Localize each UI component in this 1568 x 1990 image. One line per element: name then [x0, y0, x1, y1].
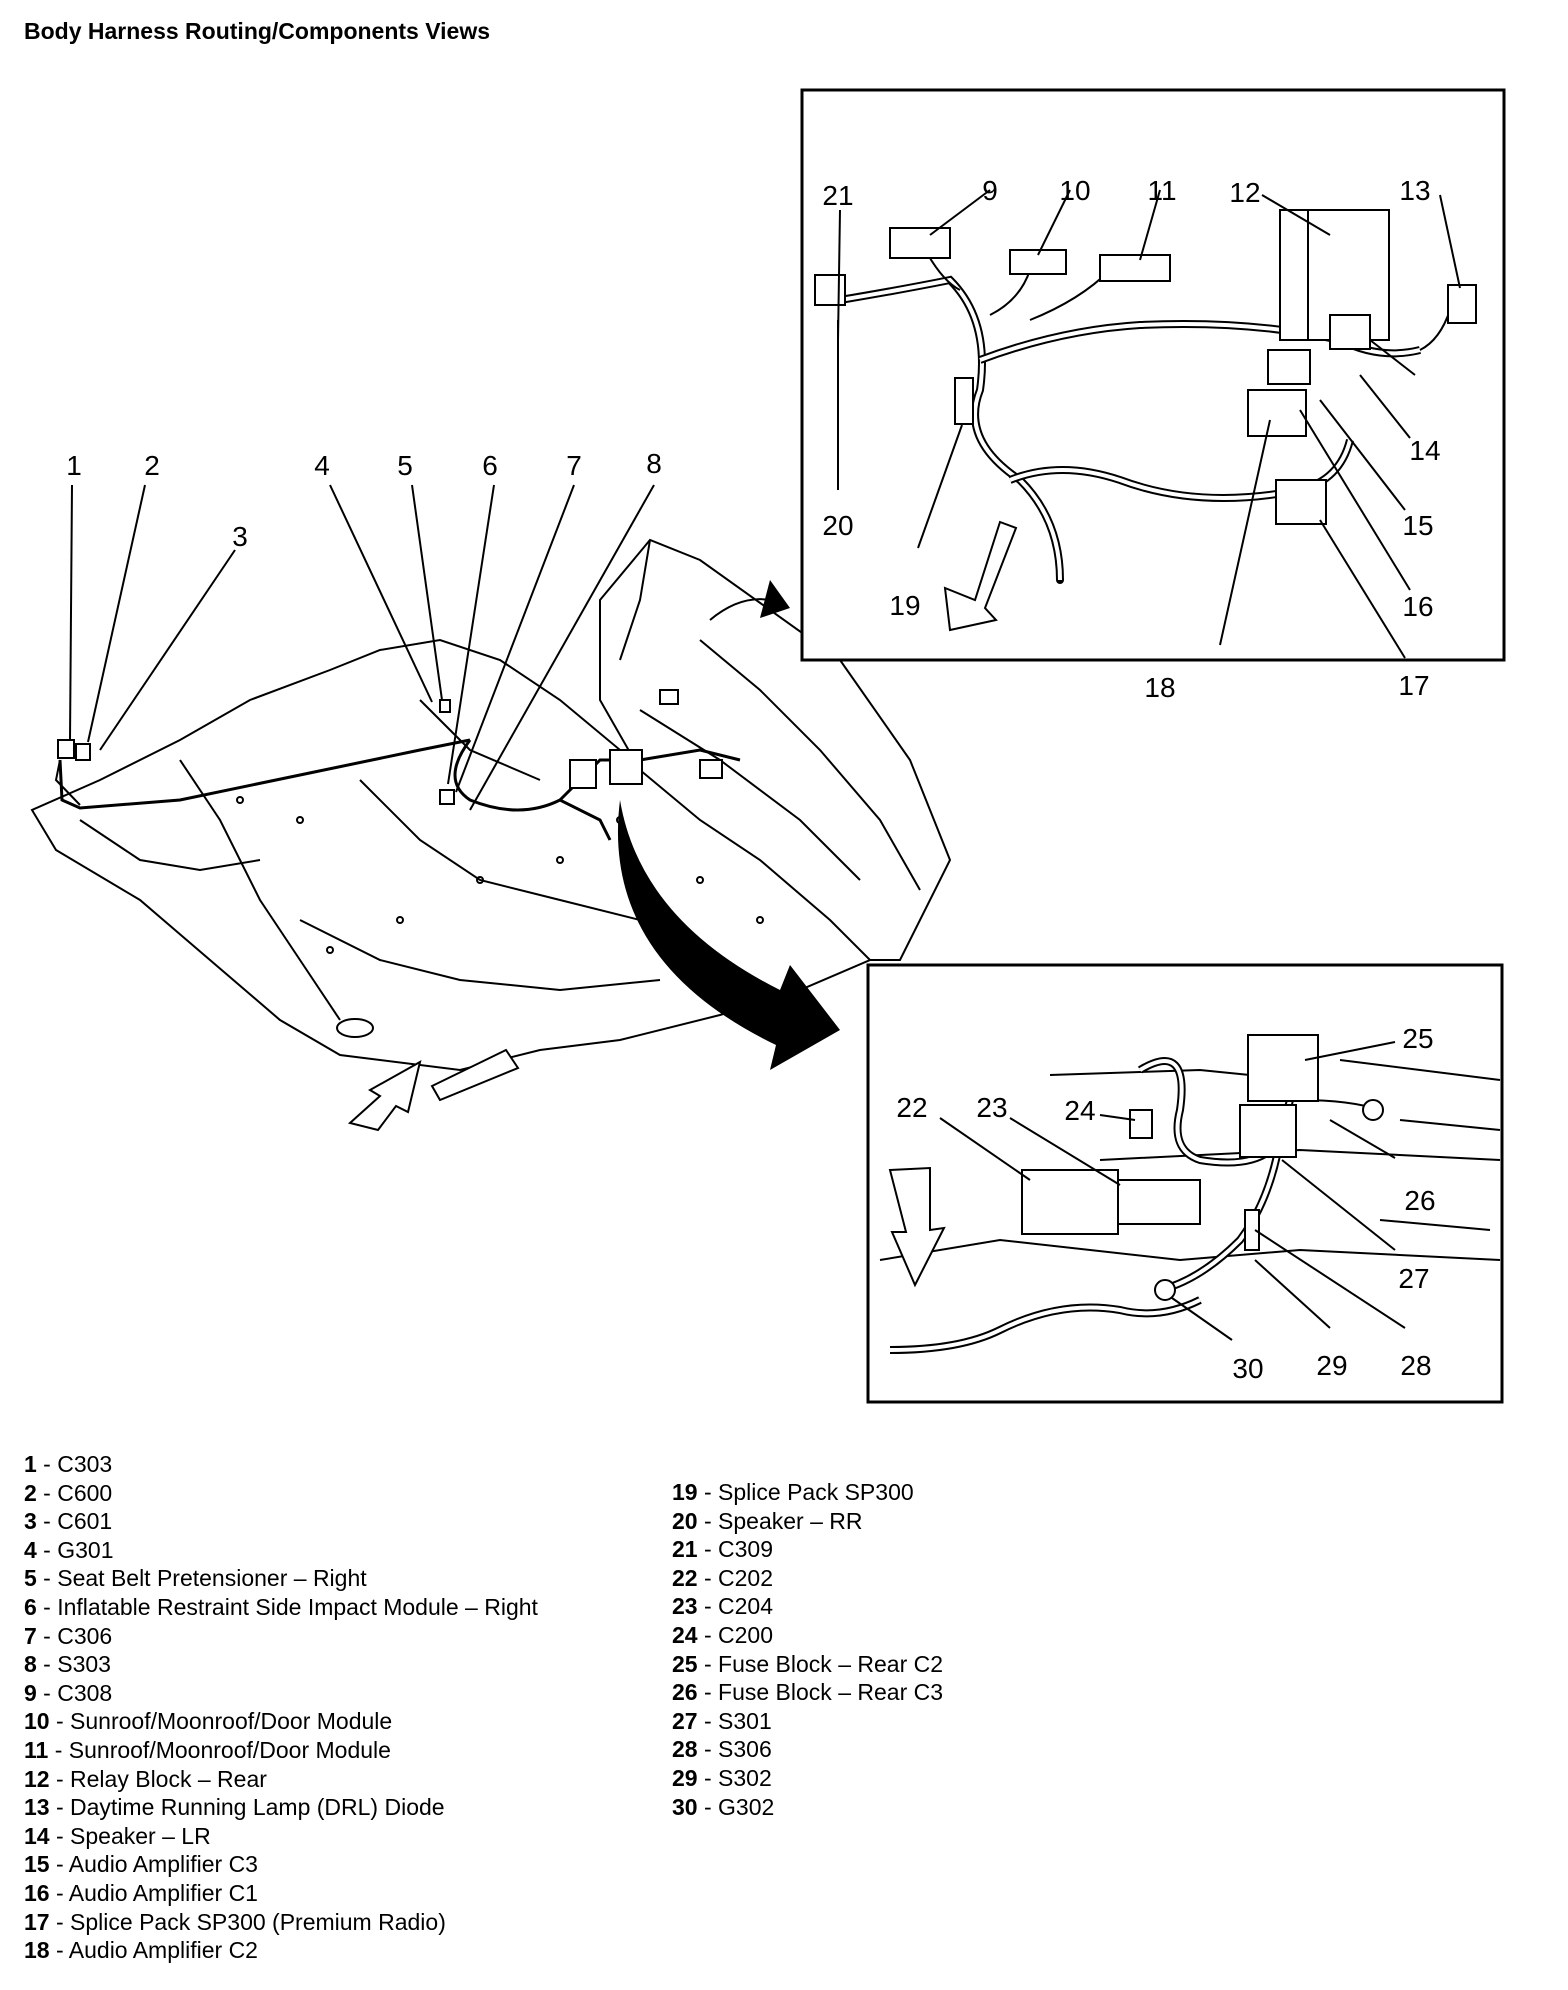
legend-item: 28 - S306: [672, 1736, 772, 1763]
callout-14: 14: [1409, 435, 1440, 466]
legend-item: 29 - S302: [672, 1764, 772, 1791]
page-title: Body Harness Routing/Components Views: [24, 18, 491, 44]
legend-item: 20 - Speaker – RR: [672, 1507, 863, 1534]
legend-item: 24 - C200: [672, 1621, 774, 1648]
callout-30: 30: [1232, 1353, 1263, 1384]
legend-item: 27 - S301: [672, 1707, 772, 1734]
legend-item: 8 - S303: [24, 1651, 111, 1678]
legend-item: 11 - Sunroof/Moonroof/Door Module: [24, 1736, 391, 1763]
detail-view-bottom: 22 23 24 25 26 27 28 29 30: [866, 963, 1504, 1404]
callout-5: 5: [397, 450, 413, 481]
callout-6: 6: [482, 450, 498, 481]
callout-24: 24: [1064, 1095, 1095, 1126]
callout-26: 26: [1404, 1185, 1435, 1216]
callout-18: 18: [1144, 672, 1175, 703]
callout-28: 28: [1400, 1350, 1431, 1381]
detail-view-top: 21 9 10 11 12 13 14 15 16 17 18 19 20: [800, 88, 1506, 703]
legend-item: 17 - Splice Pack SP300 (Premium Radio): [24, 1908, 446, 1935]
callout-16: 16: [1402, 591, 1433, 622]
legend-item: 13 - Daytime Running Lamp (DRL) Diode: [24, 1794, 445, 1821]
legend-item: 18 - Audio Amplifier C2: [24, 1937, 258, 1964]
callout-19: 19: [889, 590, 920, 621]
callout-29: 29: [1316, 1350, 1347, 1381]
legend-right: 19 - Splice Pack SP300 20 - Speaker – RR…: [672, 1478, 943, 1821]
callout-23: 23: [976, 1092, 1007, 1123]
callout-2: 2: [144, 450, 160, 481]
legend-item: 23 - C204: [672, 1593, 774, 1620]
legend-item: 2 - C600: [24, 1479, 113, 1506]
callout-7: 7: [566, 450, 582, 481]
legend-item: 9 - C308: [24, 1679, 113, 1706]
callout-22: 22: [896, 1092, 927, 1123]
callout-17: 17: [1398, 670, 1429, 701]
callout-27: 27: [1398, 1263, 1429, 1294]
legend-item: 21 - C309: [672, 1536, 774, 1563]
callout-3: 3: [232, 521, 248, 552]
legend-item: 26 - Fuse Block – Rear C3: [672, 1679, 944, 1706]
callout-10: 10: [1059, 175, 1090, 206]
callout-25: 25: [1402, 1023, 1433, 1054]
legend-item: 1 - C303: [24, 1451, 113, 1477]
legend-item: 3 - C601: [24, 1508, 113, 1535]
callout-13: 13: [1399, 175, 1430, 206]
legend-item: 22 - C202: [672, 1564, 774, 1591]
callout-21: 21: [822, 180, 853, 211]
callout-15: 15: [1402, 510, 1433, 541]
callout-4: 4: [314, 450, 330, 481]
legend-item: 14 - Speaker – LR: [24, 1822, 211, 1849]
callout-20: 20: [822, 510, 853, 541]
legend-item: 16 - Audio Amplifier C1: [24, 1879, 258, 1906]
legend-left: 1 - C303 2 - C600 3 - C601 4 - G301 5 - …: [24, 1450, 538, 1965]
legend-item: 12 - Relay Block – Rear: [24, 1765, 267, 1792]
legend-item: 5 - Seat Belt Pretensioner – Right: [24, 1565, 367, 1592]
legend-item: 7 - C306: [24, 1622, 113, 1649]
callout-1: 1: [66, 450, 82, 481]
view-arrow-up: [709, 580, 790, 621]
view-arrow-down: [617, 800, 840, 1070]
legend-item: 15 - Audio Amplifier C3: [24, 1851, 258, 1878]
legend-item: 30 - G302: [672, 1793, 775, 1820]
callout-11: 11: [1147, 175, 1176, 206]
legend-item: 6 - Inflatable Restraint Side Impact Mod…: [24, 1593, 538, 1620]
legend-item: 4 - G301: [24, 1536, 114, 1563]
legend-item: 19 - Splice Pack SP300: [672, 1479, 914, 1505]
wiring-diagram: 1 2 3 4 5 6 7 8: [30, 88, 1506, 1404]
main-callouts: 1 2 3 4 5 6 7 8: [66, 448, 662, 552]
callout-12: 12: [1229, 177, 1260, 208]
legend-item: 10 - Sunroof/Moonroof/Door Module: [24, 1708, 393, 1735]
front-direction-arrow: [347, 1048, 520, 1132]
callout-8: 8: [646, 448, 662, 479]
leader-lines-main: [69, 484, 655, 811]
callout-9: 9: [982, 175, 998, 206]
legend-item: 25 - Fuse Block – Rear C2: [672, 1650, 944, 1677]
